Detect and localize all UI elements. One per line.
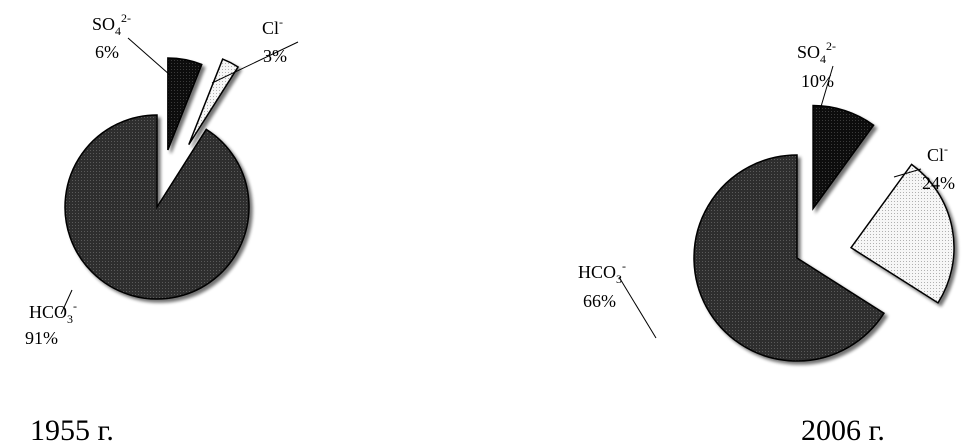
leader-line xyxy=(819,65,834,111)
pie-slice-so xyxy=(167,57,203,151)
slice-name-label: HCO3- xyxy=(578,259,626,286)
slice-value-label: 3% xyxy=(263,46,287,66)
leader-line xyxy=(211,41,299,84)
slice-name-label: HCO3- xyxy=(29,299,77,326)
pie-chart-2006: HCO3- 66% SO42- 10% Cl- 24% xyxy=(578,39,955,362)
caption-1955: 1955 г. xyxy=(30,414,114,447)
slice-value-label: 91% xyxy=(25,328,58,348)
pie-slice-cl xyxy=(188,58,240,146)
slice-name-label: SO42- xyxy=(92,11,131,38)
slice-value-label: 24% xyxy=(922,173,955,193)
slice-name-label: Cl- xyxy=(262,15,283,38)
pie-slice-cl xyxy=(849,163,955,304)
slice-value-label: 10% xyxy=(801,71,834,91)
pie-slice-hco xyxy=(693,154,886,362)
pie-chart-1955: HCO3-91% SO42- 6% Cl- 3% xyxy=(25,11,299,348)
slice-name-label: Cl- xyxy=(927,142,948,165)
caption-2006: 2006 г. xyxy=(801,414,885,447)
leader-line xyxy=(893,168,922,178)
pie-slice-hco xyxy=(64,114,250,300)
leader-line xyxy=(618,276,657,339)
pie-slice-so xyxy=(812,104,875,211)
slice-value-label: 66% xyxy=(583,291,616,311)
leader-line xyxy=(60,289,73,315)
slice-value-label: 6% xyxy=(95,42,119,62)
leader-line xyxy=(127,37,171,76)
slice-name-label: SO42- xyxy=(797,39,836,66)
